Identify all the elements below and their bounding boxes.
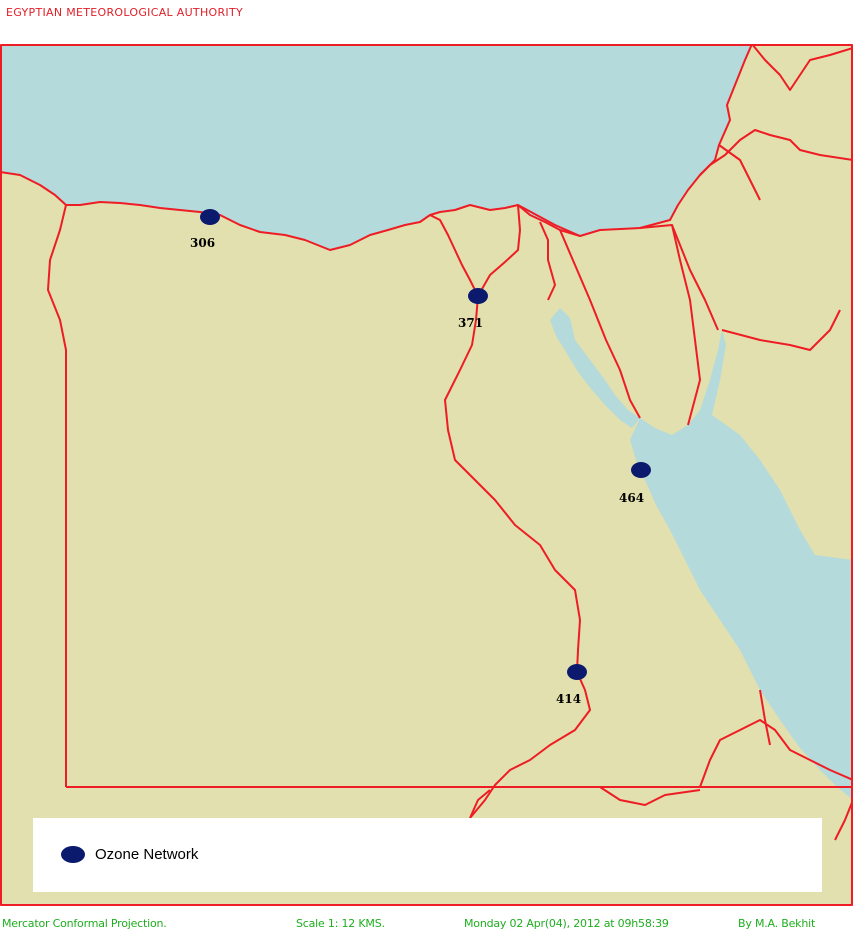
- station-414[interactable]: 414: [556, 664, 587, 706]
- station-marker[interactable]: [200, 209, 220, 225]
- author-credit: By M.A. Bekhit: [738, 917, 816, 930]
- gulf-of-suez: [550, 308, 640, 428]
- station-306[interactable]: 306: [190, 209, 220, 250]
- map-view[interactable]: 306 371 464 414: [0, 44, 853, 906]
- station-marker[interactable]: [468, 288, 488, 304]
- border-lines: [0, 44, 853, 906]
- ozone-network-marker-icon: [61, 846, 85, 863]
- station-464[interactable]: 464: [619, 462, 651, 505]
- legend-label: Ozone Network: [95, 846, 199, 863]
- legend: Ozone Network: [33, 818, 822, 892]
- page-title: EGYPTIAN METEOROLOGICAL AUTHORITY: [6, 6, 244, 19]
- mediterranean-sea: [0, 44, 752, 250]
- red-sea: [630, 330, 853, 800]
- projection-note: Mercator Conformal Projection.: [2, 917, 167, 930]
- station-371[interactable]: 371: [458, 288, 488, 330]
- timestamp: Monday 02 Apr(04), 2012 at 09h58:39: [464, 917, 669, 930]
- station-label: 414: [556, 692, 581, 706]
- station-label: 371: [458, 316, 483, 330]
- station-label: 464: [619, 491, 644, 505]
- station-label: 306: [190, 236, 215, 250]
- scale-note: Scale 1: 12 KMS.: [296, 917, 385, 930]
- map-svg: 306 371 464 414: [0, 44, 853, 906]
- station-marker[interactable]: [567, 664, 587, 680]
- station-marker[interactable]: [631, 462, 651, 478]
